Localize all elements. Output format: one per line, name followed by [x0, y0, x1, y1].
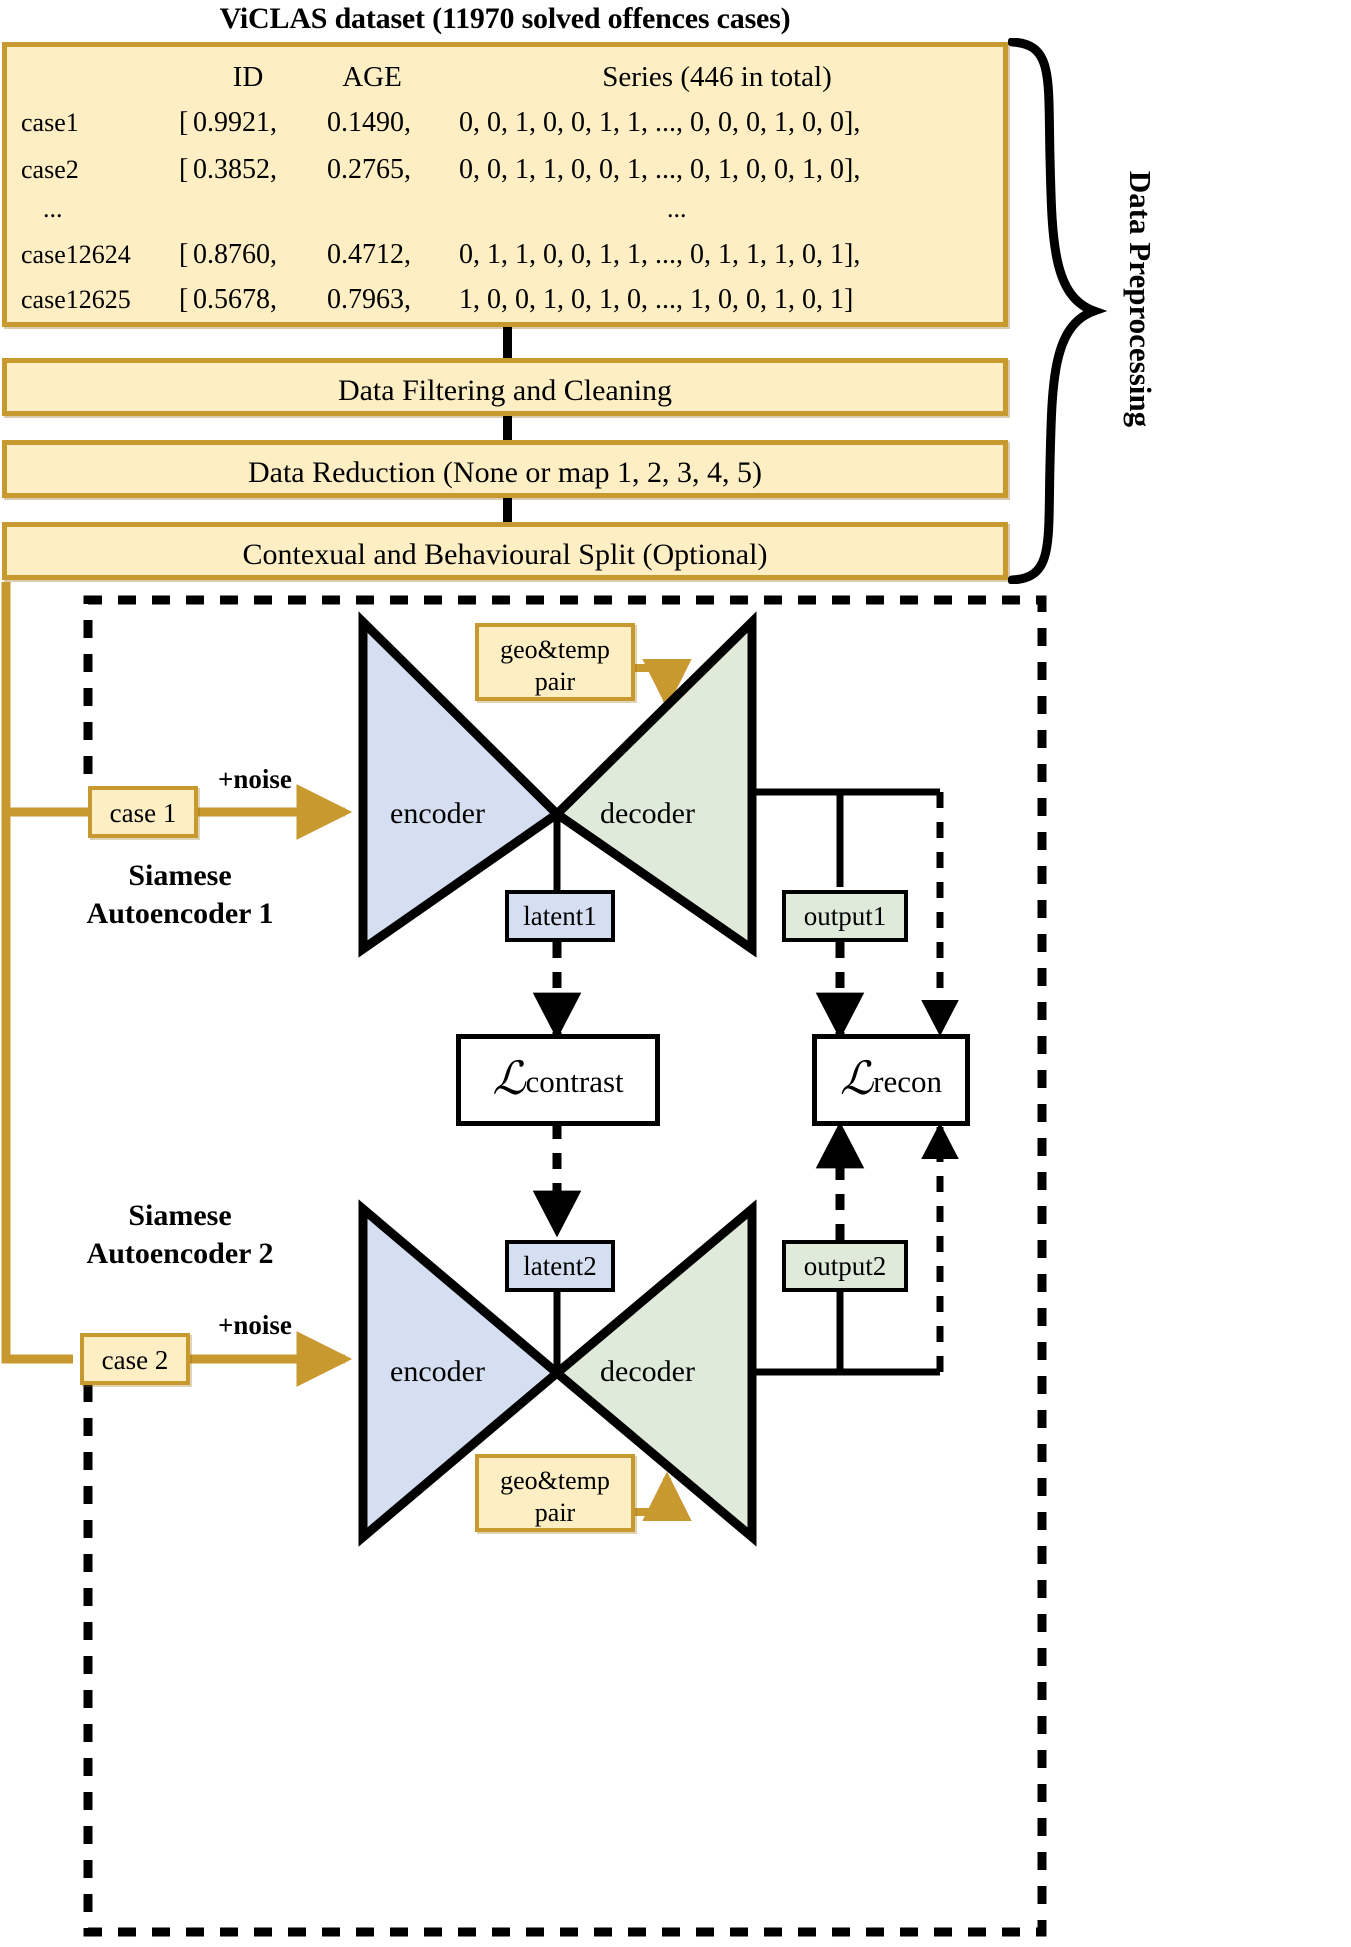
table-row: case2 [ 0.3852, 0.2765, 0, 0, 1, 1, 0, 0…: [7, 148, 1003, 192]
output2-box: output2: [782, 1240, 908, 1292]
cell-case-id: case12625: [21, 285, 131, 314]
cell-series-value: 0, 0, 1, 0, 0, 1, 1, ..., 0, 0, 0, 1, 0,…: [459, 107, 861, 138]
preprocessing-bracket-label: Data Preprocessing: [1123, 170, 1158, 428]
noise1-label: +noise: [218, 764, 292, 794]
case1-box[interactable]: case 1: [88, 786, 198, 838]
table-row-ellipsis: ... ...: [7, 187, 1003, 231]
cell-id-value: 0.3852,: [193, 154, 277, 185]
cell-id-value: 0.5678,: [193, 284, 277, 315]
autoencoder1-label-line1: Siamese: [128, 859, 232, 892]
autoencoder1-label-line2: Autoencoder 1: [86, 897, 274, 930]
step-data-filtering: Data Filtering and Cleaning: [2, 358, 1008, 416]
table-row: case1 [ 0.9921, 0.1490, 0, 0, 1, 0, 0, 1…: [7, 101, 1003, 145]
noise2-label: +noise: [218, 1310, 292, 1340]
geotemp1-box: geo&temp pair: [475, 623, 635, 701]
cell-series-value: 0, 0, 1, 1, 0, 0, 1, ..., 0, 1, 0, 0, 1,…: [459, 154, 861, 185]
ellipsis-left: ...: [43, 194, 63, 223]
page-title: ViCLAS dataset (11970 solved offences ca…: [219, 2, 791, 35]
connector-line: [503, 327, 512, 359]
loss-recon-box: ℒrecon: [812, 1034, 970, 1126]
cell-bracket: [: [179, 154, 189, 185]
encoder2-label: encoder: [390, 1355, 485, 1388]
column-header-age: AGE: [342, 61, 402, 93]
step-label: Data Filtering and Cleaning: [337, 374, 673, 407]
cell-bracket: [: [179, 239, 189, 270]
table-row: case12625 [ 0.5678, 0.7963, 1, 0, 0, 1, …: [7, 278, 1003, 322]
connector-line: [503, 498, 512, 523]
step-label: Contexual and Behavioural Split (Optiona…: [242, 538, 768, 571]
output1-box: output1: [782, 890, 908, 942]
geotemp2-line2: pair: [534, 1498, 576, 1527]
geotemp2-line1: geo&temp: [500, 1466, 610, 1495]
decoder2-label: decoder: [600, 1355, 695, 1388]
cell-bracket: [: [179, 284, 189, 315]
cell-bracket: [: [179, 107, 189, 138]
step-label: Data Reduction (None or map 1, 2, 3, 4, …: [247, 456, 763, 489]
latent1-box: latent1: [505, 890, 615, 942]
step-contextual-split: Contexual and Behavioural Split (Optiona…: [2, 522, 1008, 580]
column-header-series: Series (446 in total): [602, 61, 832, 93]
connector-line: [503, 416, 512, 441]
autoencoder1-label: Siamese Autoencoder 1: [40, 857, 320, 933]
geotemp2-box: geo&temp pair: [475, 1454, 635, 1532]
table-row: case12624 [ 0.8760, 0.4712, 0, 1, 1, 0, …: [7, 233, 1003, 277]
geotemp1-line2: pair: [534, 667, 576, 696]
ellipsis-mid: ...: [667, 194, 687, 223]
geotemp1-line1: geo&temp: [500, 635, 610, 664]
cell-id-value: 0.8760,: [193, 239, 277, 270]
table-header-row: ID AGE Series (446 in total): [7, 55, 1003, 99]
cell-age-value: 0.1490,: [327, 107, 411, 138]
autoencoder2-label-line1: Siamese: [128, 1199, 232, 1232]
loss-recon-symbol: ℒ: [840, 1051, 874, 1105]
loss-contrast-symbol: ℒ: [492, 1051, 526, 1105]
latent2-box: latent2: [505, 1240, 615, 1292]
column-header-id: ID: [232, 61, 264, 93]
curly-brace-icon: [1008, 38, 1108, 584]
cell-series-value: 0, 1, 1, 0, 0, 1, 1, ..., 0, 1, 1, 1, 0,…: [459, 239, 861, 270]
decoder1-label: decoder: [600, 797, 695, 830]
cell-case-id: case2: [21, 155, 79, 184]
cell-series-value: 1, 0, 0, 1, 0, 1, 0, ..., 1, 0, 0, 1, 0,…: [459, 284, 854, 315]
cell-age-value: 0.2765,: [327, 154, 411, 185]
autoencoder2-label-line2: Autoencoder 2: [86, 1237, 274, 1270]
case2-label: case 2: [101, 1345, 169, 1375]
case1-label: case 1: [109, 798, 177, 828]
cell-case-id: case12624: [21, 240, 131, 269]
dataset-table: ID AGE Series (446 in total) case1 [ 0.9…: [2, 42, 1008, 327]
diagram-connectors: [1, 582, 1047, 1937]
cell-age-value: 0.4712,: [327, 239, 411, 270]
step-data-reduction: Data Reduction (None or map 1, 2, 3, 4, …: [2, 440, 1008, 498]
encoder1-label: encoder: [390, 797, 485, 830]
loss-contrast-box: ℒcontrast: [456, 1034, 660, 1126]
cell-case-id: case1: [21, 108, 79, 137]
loss-recon-subscript: recon: [873, 1064, 942, 1099]
cell-age-value: 0.7963,: [327, 284, 411, 315]
siamese-model-diagram: Siamese Autoencoder 1 case 1 +noise geo&…: [0, 582, 1351, 1947]
loss-contrast-subscript: contrast: [525, 1064, 624, 1099]
autoencoder2-label: Siamese Autoencoder 2: [40, 1197, 320, 1273]
cell-id-value: 0.9921,: [193, 107, 277, 138]
case2-box[interactable]: case 2: [80, 1333, 190, 1385]
